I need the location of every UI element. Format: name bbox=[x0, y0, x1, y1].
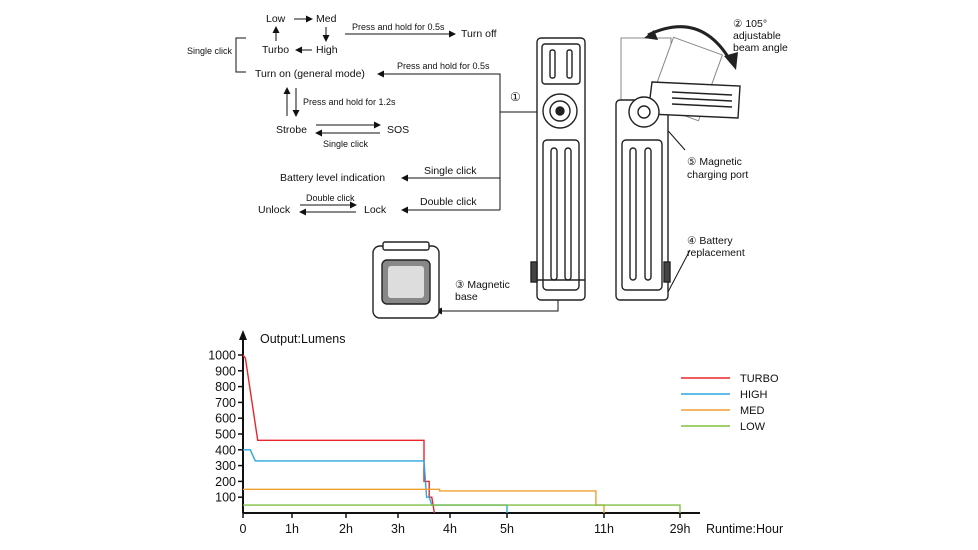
x-axis-label: Runtime:Hour bbox=[706, 522, 783, 536]
x-tick-label: 5h bbox=[500, 522, 514, 536]
flashlight-side-view bbox=[615, 36, 741, 301]
x-tick-label: 2h bbox=[339, 522, 353, 536]
y-tick-label: 400 bbox=[215, 443, 236, 457]
callout-magnetic-base-1: ③ Magnetic bbox=[455, 279, 510, 291]
mode-low: Low bbox=[266, 13, 286, 25]
y-tick-label: 500 bbox=[215, 428, 236, 442]
y-tick-label: 100 bbox=[215, 491, 236, 505]
y-axis-arrow bbox=[239, 330, 247, 340]
callout-charging-2: charging port bbox=[687, 169, 749, 181]
y-axis-label: Output:Lumens bbox=[260, 332, 345, 346]
y-tick-label: 600 bbox=[215, 412, 236, 426]
press-hold-off-label: Press and hold for 0.5s bbox=[352, 22, 445, 32]
mode-high: High bbox=[316, 44, 338, 56]
legend-label-turbo: TURBO bbox=[740, 373, 779, 385]
legend-label-high: HIGH bbox=[740, 389, 768, 401]
battery-level-label: Battery level indication bbox=[280, 172, 386, 184]
callout-beam-angle-3: beam angle bbox=[733, 42, 788, 54]
double-click-label: Double click bbox=[420, 196, 477, 208]
x-tick-label: 29h bbox=[670, 522, 691, 536]
y-tick-label: 700 bbox=[215, 396, 236, 410]
y-tick-label: 200 bbox=[215, 475, 236, 489]
strobe-label: Strobe bbox=[276, 124, 307, 136]
flashlight-front-view bbox=[530, 37, 586, 301]
legend-label-low: LOW bbox=[740, 421, 766, 433]
x-tick-label: 4h bbox=[443, 522, 457, 536]
callout-charging-1: ⑤ Magnetic bbox=[687, 156, 742, 168]
unlock-label: Unlock bbox=[258, 204, 291, 216]
mode-turbo: Turbo bbox=[262, 44, 290, 56]
x-tick-label: 0 bbox=[240, 522, 247, 536]
y-tick-label: 900 bbox=[215, 364, 236, 378]
series-line-turbo bbox=[242, 354, 436, 514]
y-tick-label: 1000 bbox=[208, 349, 236, 363]
magnetic-base bbox=[372, 241, 440, 319]
x-tick-label: 1h bbox=[285, 522, 299, 536]
single-click-label: Single click bbox=[187, 46, 233, 56]
lock-label: Lock bbox=[364, 204, 387, 216]
callout-magnetic-base-2: base bbox=[455, 291, 478, 303]
series-line-low bbox=[243, 504, 681, 513]
y-tick-label: 800 bbox=[215, 380, 236, 394]
x-tick-label: 11h bbox=[594, 522, 614, 536]
x-tick-label: 3h bbox=[391, 522, 405, 536]
callout-battery-1: ④ Battery bbox=[687, 235, 733, 247]
single-click-battery-label: Single click bbox=[424, 165, 477, 177]
callout-beam-angle-2: adjustable bbox=[733, 30, 781, 42]
callout-beam-angle-1: ② 105° bbox=[733, 18, 768, 30]
press-hold-strobe-label: Press and hold for 1.2s bbox=[303, 97, 396, 107]
turn-off-label: Turn off bbox=[461, 28, 497, 40]
callout-power-button: ① bbox=[510, 90, 521, 104]
y-tick-label: 300 bbox=[215, 459, 236, 473]
legend-label-med: MED bbox=[740, 405, 765, 417]
single-click-strobe-label: Single click bbox=[323, 139, 369, 149]
press-hold-on-label: Press and hold for 0.5s bbox=[397, 61, 490, 71]
double-click-small-label: Double click bbox=[306, 193, 355, 203]
sos-label: SOS bbox=[387, 124, 410, 136]
series-line-med bbox=[243, 488, 605, 513]
mode-med: Med bbox=[316, 13, 337, 25]
callout-battery-2: replacement bbox=[687, 247, 745, 259]
turn-on-label: Turn on (general mode) bbox=[255, 68, 365, 80]
series-line-high bbox=[243, 449, 508, 513]
